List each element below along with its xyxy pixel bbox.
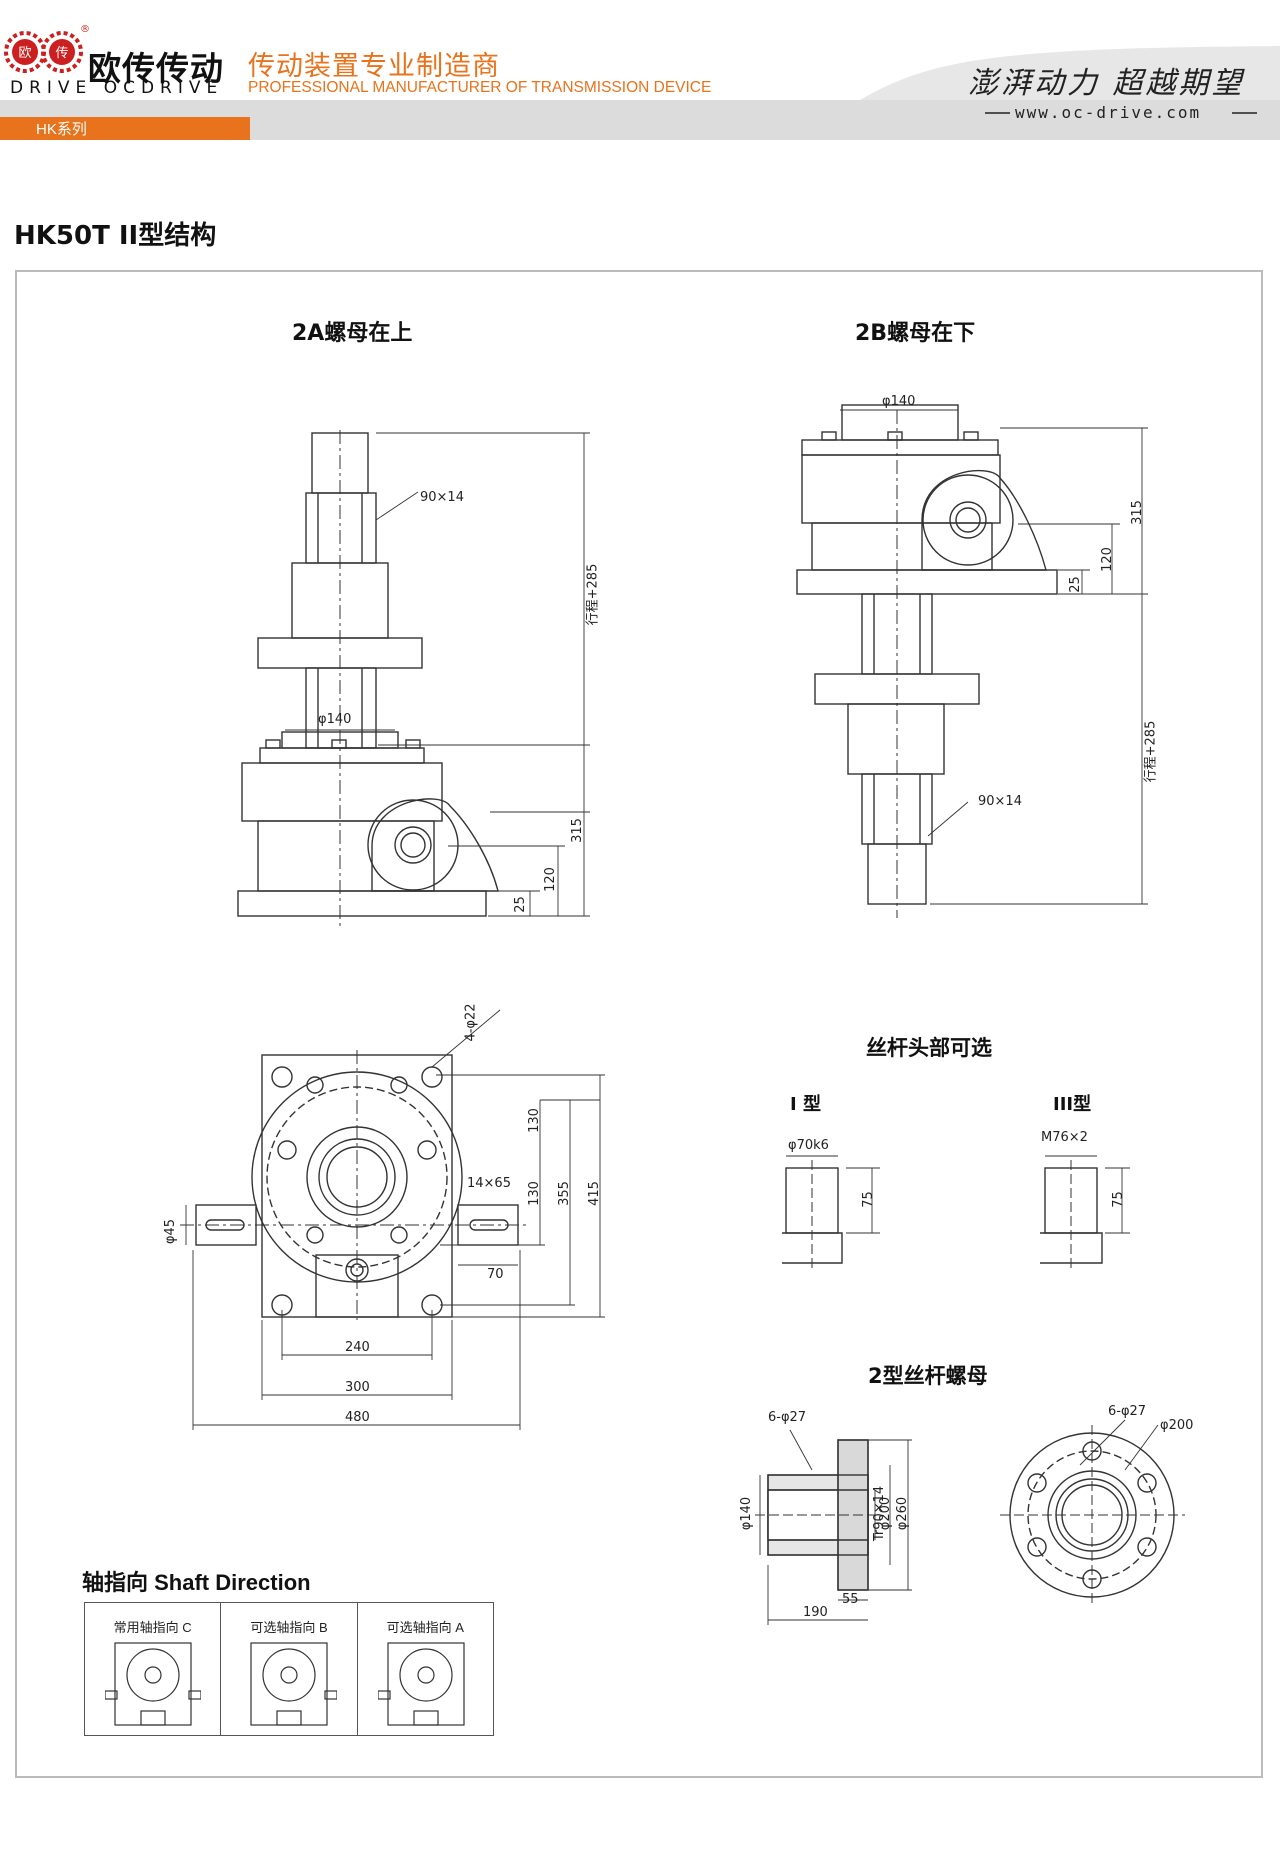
registered-mark: ® [80, 24, 90, 35]
dim-130b: 130 [526, 1181, 542, 1206]
tagline-en: PROFESSIONAL MANUFACTURER OF TRANSMISSIO… [248, 79, 712, 96]
dim-300: 300 [345, 1380, 370, 1395]
dim-130a: 130 [526, 1108, 542, 1133]
type1-label: I 型 [790, 1094, 821, 1115]
dim-2a-thread: 90×14 [420, 490, 464, 505]
shaft-option-label: 可选轴指向 A [386, 1620, 464, 1635]
dim-2a-flange: φ140 [318, 712, 352, 727]
screw-head-drawing [782, 1155, 1130, 1272]
view-2a-title: 2A螺母在上 [292, 321, 413, 346]
shaft-option-label: 可选轴指向 B [250, 1620, 328, 1635]
type1-len: 75 [860, 1191, 876, 1208]
nut-holes-right: 6-φ27 [1108, 1404, 1147, 1419]
nut-dia-200-right: φ200 [1160, 1418, 1194, 1433]
dim-2b-315: 315 [1129, 500, 1145, 525]
dim-2b-120: 120 [1099, 547, 1115, 572]
dim-2b-flange: φ140 [882, 394, 916, 409]
dim-2b-25: 25 [1067, 576, 1083, 593]
shaft-direction-table: 常用轴指向 C 可选轴指向 B 可选轴指向 A [84, 1602, 494, 1736]
nut-dia-200: φ200 [878, 1496, 894, 1531]
nut-drawing [755, 1419, 1185, 1625]
screw-head-title: 丝杆头部可选 [866, 1036, 992, 1060]
page-header: 欧 传 ® 欧传传动 DRIVE OCDRIVE 传动装置专业制造商 PROFE… [0, 0, 1280, 140]
dim-2a-stroke: 行程+285 [585, 563, 601, 626]
dim-70: 70 [487, 1267, 504, 1282]
nut-dia-260: φ260 [895, 1496, 911, 1531]
dim-2b-stroke: 行程+285 [1143, 720, 1159, 783]
shaft-option-a: 可选轴指向 A [358, 1603, 493, 1735]
gearbox-b-icon [250, 1642, 338, 1726]
website-url[interactable]: www.oc-drive.com [1015, 103, 1202, 122]
type3-dia: M76×2 [1041, 1130, 1088, 1145]
brand-name-cn: 欧传传动 [88, 50, 224, 87]
shaft-option-b: 可选轴指向 B [221, 1603, 358, 1735]
logo-icon: 欧 传 ® [4, 24, 90, 73]
page-title: HK50T II型结构 [14, 221, 217, 251]
nut-title: 2型丝杆螺母 [868, 1364, 988, 1388]
dim-480: 480 [345, 1410, 370, 1425]
view-2b-drawing [796, 404, 1148, 918]
shaft-option-label: 常用轴指向 C [113, 1620, 192, 1635]
view-2a-drawing [237, 430, 590, 930]
logo-char-1: 欧 [18, 46, 31, 61]
dim-240: 240 [345, 1340, 370, 1355]
series-tag: HK系列 [36, 121, 87, 138]
dim-355: 355 [556, 1181, 572, 1206]
dim-shaft-dia: φ45 [163, 1218, 179, 1245]
dim-415: 415 [586, 1181, 602, 1206]
dim-holes: 4-φ22 [463, 1003, 479, 1042]
brand-name-en: DRIVE OCDRIVE [10, 78, 224, 98]
type3-len: 75 [1110, 1191, 1126, 1208]
dim-key: 14×65 [467, 1176, 511, 1191]
shaft-option-c: 常用轴指向 C [85, 1603, 222, 1735]
nut-holes-left: 6-φ27 [768, 1410, 807, 1425]
top-view-drawing [180, 1009, 605, 1430]
tagline-cn: 传动装置专业制造商 [248, 51, 500, 81]
nut-len-55: 55 [842, 1592, 859, 1607]
gearbox-a-icon [377, 1642, 465, 1726]
view-2b-title: 2B螺母在下 [855, 321, 976, 346]
dim-2b-thread: 90×14 [978, 794, 1022, 809]
dim-2a-120: 120 [542, 867, 558, 892]
slogan: 澎湃动力 超越期望 [968, 66, 1245, 101]
gearbox-c-icon [105, 1642, 201, 1726]
nut-len-190: 190 [803, 1605, 828, 1620]
logo-char-2: 传 [55, 46, 68, 61]
type1-dia: φ70k6 [788, 1138, 829, 1153]
header-graphics: 欧 传 ® [0, 24, 1280, 140]
shaft-direction-title: 轴指向 Shaft Direction [82, 1570, 311, 1595]
dim-2a-25: 25 [512, 896, 528, 913]
nut-dia-140: φ140 [739, 1496, 755, 1531]
drawing-frame [15, 270, 1263, 1778]
type3-label: III型 [1053, 1094, 1092, 1115]
dim-2a-315: 315 [569, 818, 585, 843]
